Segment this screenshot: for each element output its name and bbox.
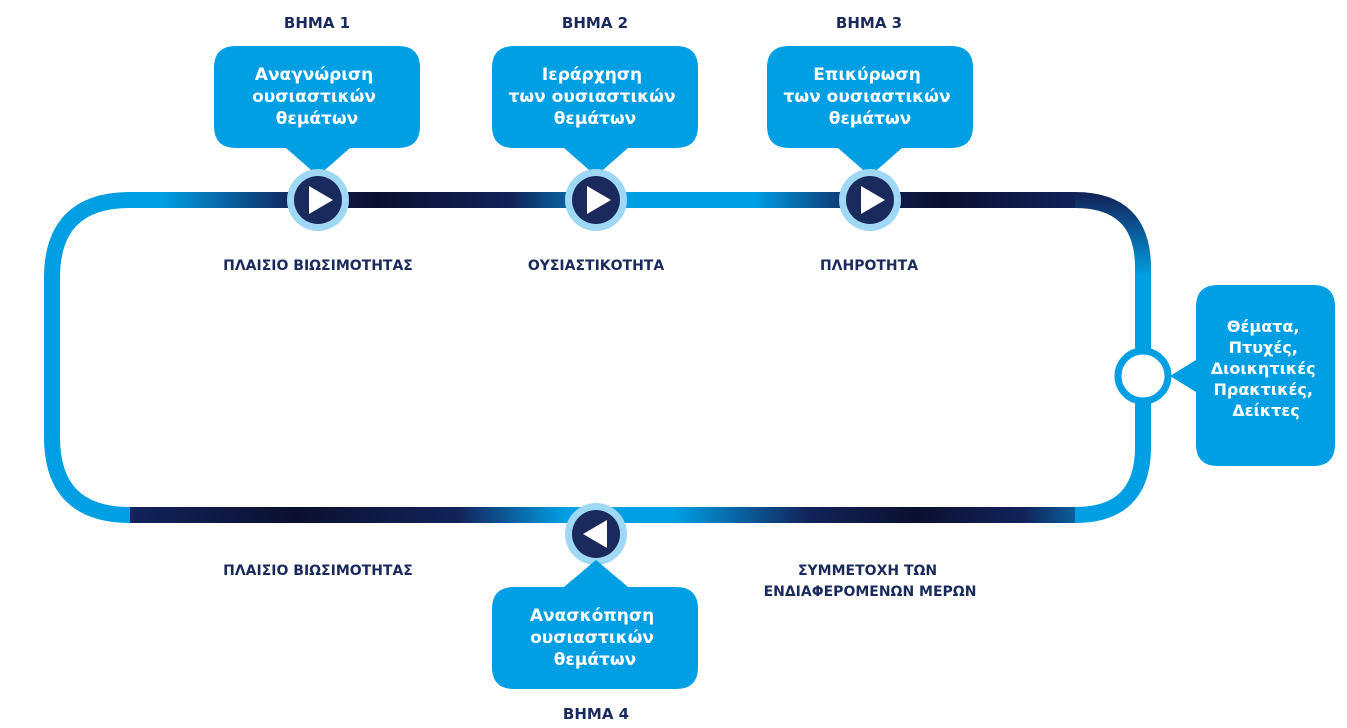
step-4-callout-box xyxy=(492,560,698,689)
step-1-label: ΒΗΜΑ 1 xyxy=(284,14,350,32)
step-2-principle: ΟΥΣΙΑΣΤΙΚΟΤΗΤΑ xyxy=(528,258,665,274)
output-box: Θέματα, Πτυχές, Διοικητικές Πρακτικές, Δ… xyxy=(1114,285,1335,466)
play-right-icon xyxy=(861,186,885,214)
step-4-node[interactable] xyxy=(565,503,627,565)
output-text: Θέματα, Πτυχές, Διοικητικές Πρακτικές, Δ… xyxy=(1211,317,1321,420)
step-1: ΒΗΜΑ 1 Αναγνώριση ουσιαστικών θεμάτων ΠΛ… xyxy=(214,14,420,274)
step-2: ΒΗΜΑ 2 Ιεράρχηση των ουσιαστικών θεμάτων… xyxy=(492,14,698,274)
output-callout-box xyxy=(1170,285,1335,466)
step-1-principle: ΠΛΑΙΣΙΟ ΒΙΩΣΙΜΟΤΗΤΑΣ xyxy=(223,258,413,274)
play-right-icon xyxy=(309,186,333,214)
step-3-node[interactable] xyxy=(839,169,901,231)
step-3-principle: ΠΛΗΡΟΤΗΤΑ xyxy=(820,258,918,274)
bottom-right-principle: ΣΥΜΜΕΤΟΧΗ ΤΩΝ ΕΝΔΙΑΦΕΡΟΜΕΝΩΝ ΜΕΡΩΝ xyxy=(764,563,977,600)
output-node[interactable] xyxy=(1114,347,1172,405)
step-4: Ανασκόπηση ουσιαστικών θεμάτων ΒΗΜΑ 4 xyxy=(492,503,698,723)
track-left xyxy=(44,192,131,523)
step-3-title: Επικύρωση των ουσιαστικών θεμάτων xyxy=(784,65,957,129)
play-right-icon xyxy=(587,186,611,214)
bottom-left-principle: ΠΛΑΙΣΙΟ ΒΙΩΣΙΜΟΤΗΤΑΣ xyxy=(223,563,413,579)
step-2-node[interactable] xyxy=(565,169,627,231)
step-2-callout-box xyxy=(492,46,698,176)
process-loop-track xyxy=(44,192,1151,523)
step-3-label: ΒΗΜΑ 3 xyxy=(836,14,902,32)
step-4-label: ΒΗΜΑ 4 xyxy=(563,705,629,723)
step-3-callout-box xyxy=(767,46,973,176)
step-3: ΒΗΜΑ 3 Επικύρωση των ουσιαστικών θεμάτων… xyxy=(767,14,973,274)
play-left-icon xyxy=(583,520,607,548)
step-2-label: ΒΗΜΑ 2 xyxy=(562,14,628,32)
circle-node-icon xyxy=(1114,347,1172,405)
step-4-title: Ανασκόπηση ουσιαστικών θεμάτων xyxy=(530,606,660,670)
step-1-callout-box xyxy=(214,46,420,176)
step-1-title: Αναγνώριση ουσιαστικών θεμάτων xyxy=(252,65,382,129)
step-1-node[interactable] xyxy=(287,169,349,231)
step-2-title: Ιεράρχηση των ουσιαστικών θεμάτων xyxy=(509,65,682,129)
